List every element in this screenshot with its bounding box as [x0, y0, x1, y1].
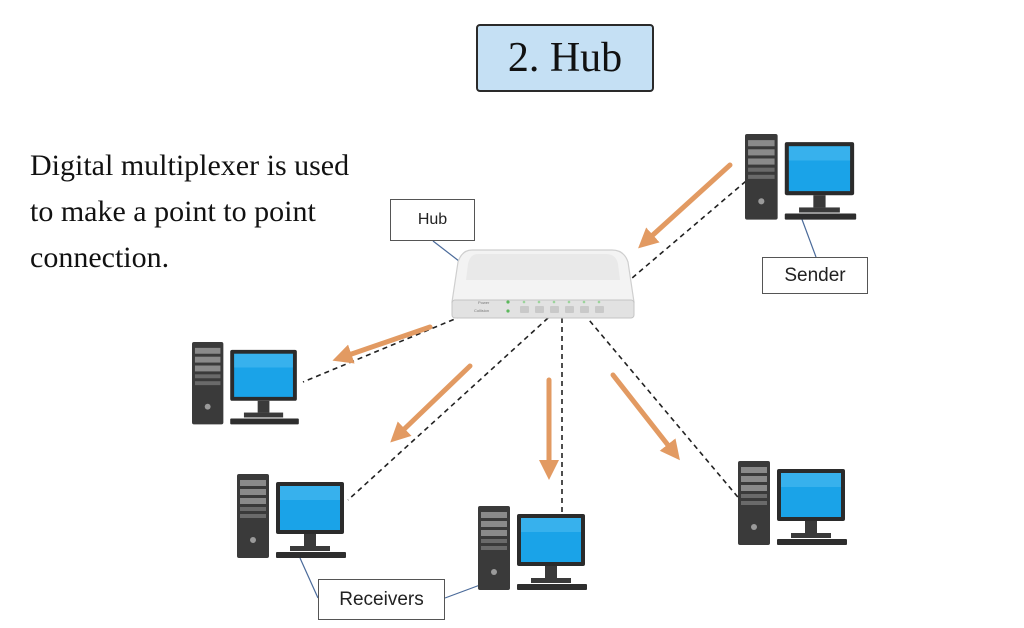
description-line-3: connection.: [30, 241, 170, 274]
arrow-hub-to-bottom-left: [390, 363, 473, 443]
computer-receiver-bottom-left-icon: [237, 474, 346, 558]
computer-receiver-right-icon: [738, 461, 847, 545]
hub-power-label: Power: [478, 300, 490, 305]
hub-label: Hub: [390, 199, 475, 241]
hub-device-icon: Power Collision: [451, 249, 635, 319]
receivers-label: Receivers: [318, 579, 445, 620]
sender-label-pointer: [799, 213, 817, 258]
arrow-hub-to-right: [610, 372, 680, 461]
receivers-label-pointer-left: [299, 557, 319, 599]
link-receiver-left: [302, 315, 463, 383]
link-receiver-bottom-left: [347, 317, 549, 501]
arrow-hub-to-left: [332, 324, 433, 364]
description-line-2: to make a point to point: [30, 195, 316, 228]
description-text: Digital multiplexer is used to make a po…: [30, 143, 430, 281]
receivers-label-pointer-right: [444, 584, 481, 599]
computer-sender-icon: [745, 134, 857, 220]
page-title: 2. Hub: [476, 24, 654, 92]
computer-receiver-bottom-center-icon: [478, 506, 587, 590]
arrow-sender-to-hub: [638, 162, 733, 249]
computer-receiver-left-icon: [192, 342, 299, 425]
link-receiver-right: [583, 313, 743, 503]
description-line-1: Digital multiplexer is used: [30, 149, 350, 182]
sender-label: Sender: [762, 257, 868, 294]
hub-collision-label: Collision: [474, 308, 489, 313]
link-sender: [597, 175, 753, 308]
